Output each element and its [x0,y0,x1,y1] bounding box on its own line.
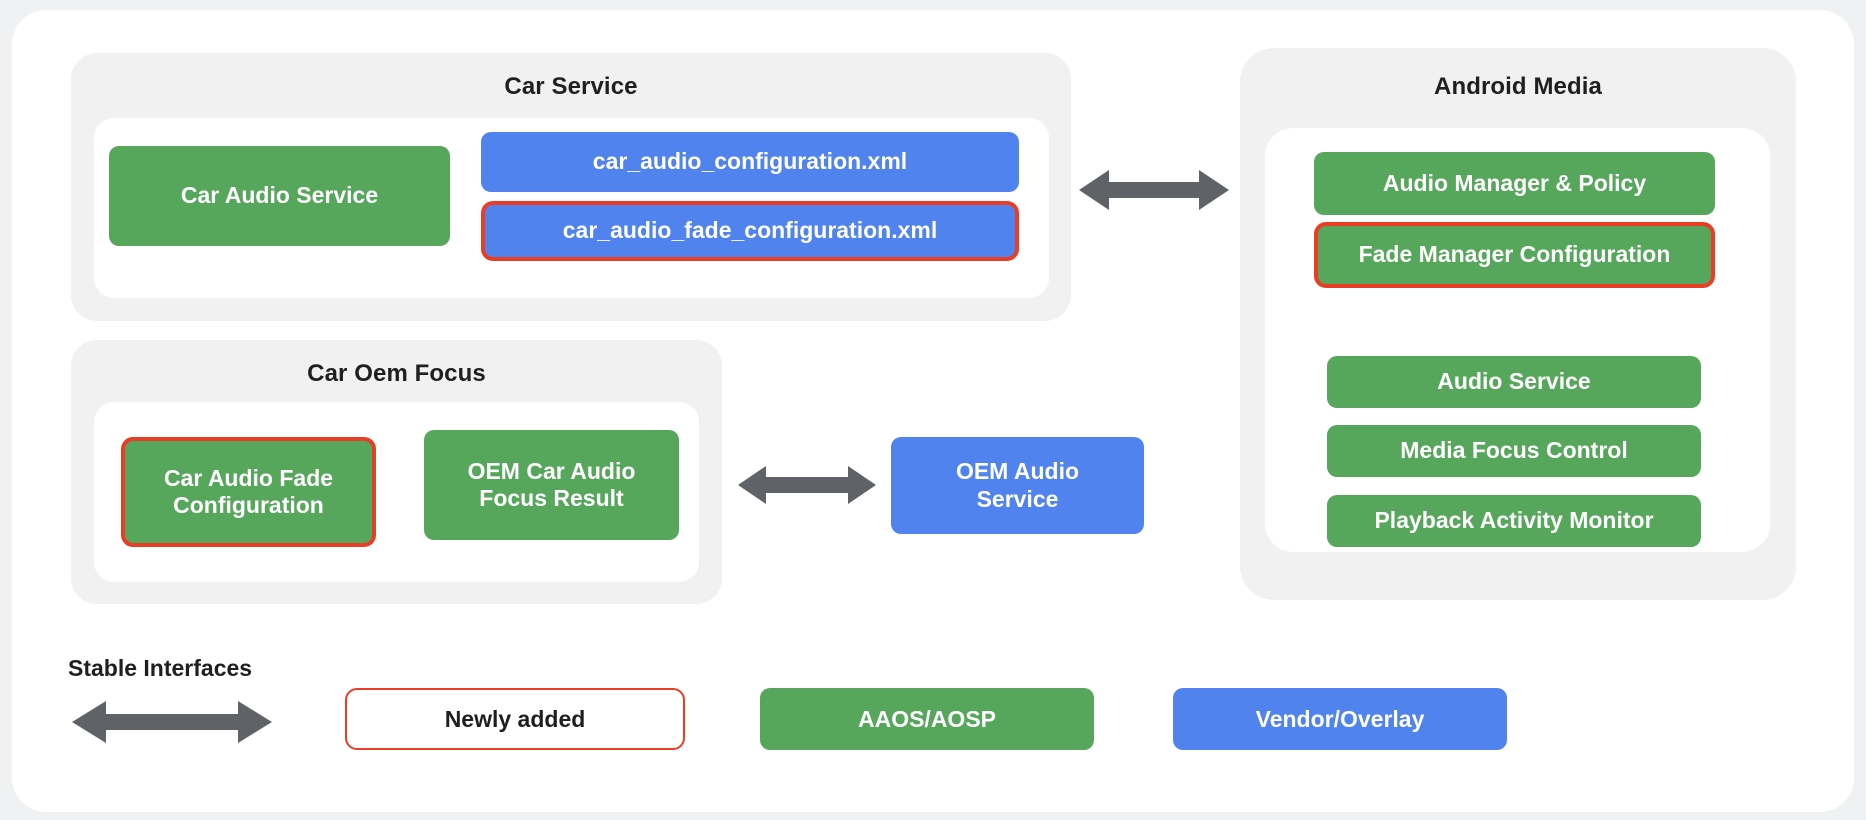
legend-stable-interfaces-label: Stable Interfaces [68,655,253,681]
node-car-audio-fade-configuration[interactable]: Car Audio Fade Configuration [121,437,376,547]
node-oem-audio-service[interactable]: OEM Audio Service [891,437,1144,534]
panel-android-media-title: Android Media [1434,73,1602,100]
panel-car-service-title: Car Service [504,73,638,100]
legend-item-vendor-overlay[interactable]: Vendor/Overlay [1173,688,1507,750]
legend-item-aaos-aosp[interactable]: AAOS/AOSP [760,688,1094,750]
node-audio-service[interactable]: Audio Service [1327,356,1701,408]
panel-car-service: Car Service Car Audio Service car_audio_… [71,53,1071,321]
arrow-car-oem-focus-to-oem-audio-service [738,462,876,508]
node-media-focus-control[interactable]: Media Focus Control [1327,425,1701,477]
node-oem-car-audio-focus-result[interactable]: OEM Car Audio Focus Result [424,430,679,540]
node-car-audio-service[interactable]: Car Audio Service [109,146,450,246]
node-fade-manager-configuration[interactable]: Fade Manager Configuration [1314,222,1715,288]
node-car-audio-fade-configuration-xml[interactable]: car_audio_fade_configuration.xml [481,201,1019,261]
node-car-audio-configuration-xml[interactable]: car_audio_configuration.xml [481,132,1019,192]
node-playback-activity-monitor[interactable]: Playback Activity Monitor [1327,495,1701,547]
legend-double-headed-arrow-icon [72,698,272,746]
legend-item-newly-added[interactable]: Newly added [345,688,685,750]
node-audio-manager-and-policy[interactable]: Audio Manager & Policy [1314,152,1715,215]
panel-android-media: Android Media Audio Manager & Policy Fad… [1240,48,1796,600]
panel-car-oem-focus: Car Oem Focus Car Audio Fade Configurati… [71,340,722,604]
panel-car-oem-focus-title: Car Oem Focus [307,360,486,387]
arrow-car-service-to-android-media [1079,166,1229,214]
